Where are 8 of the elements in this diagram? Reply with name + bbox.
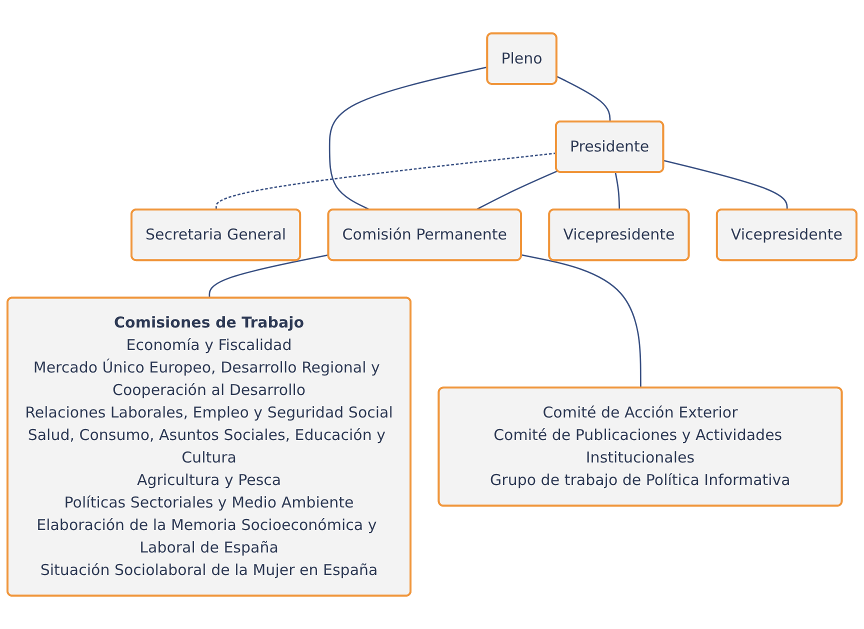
connector: [208, 254, 329, 298]
connector: [215, 152, 556, 210]
connector: [328, 66, 488, 211]
connector: [556, 76, 611, 122]
connector: [664, 160, 788, 210]
connector: [614, 172, 620, 210]
connector: [475, 170, 558, 211]
connector: [521, 254, 642, 388]
